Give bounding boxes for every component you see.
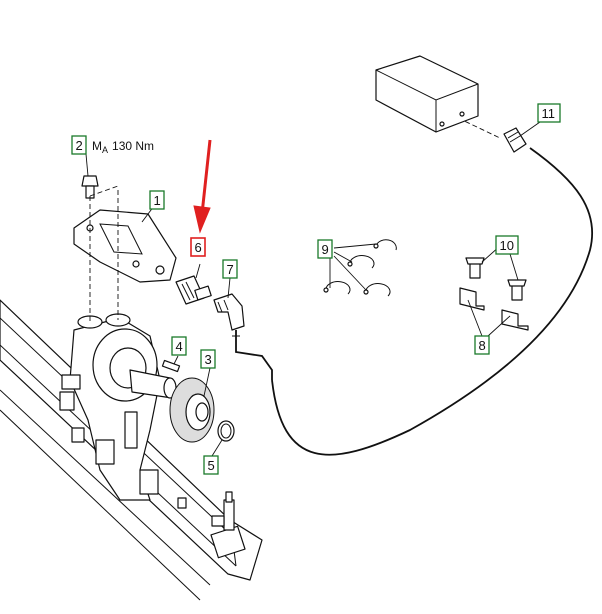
callout-3: 3 — [200, 349, 216, 369]
callout-6-label: 6 — [195, 240, 202, 255]
callout-4: 4 — [171, 336, 187, 356]
callout-2: 2 — [71, 135, 87, 155]
assembly-lines — [89, 117, 501, 322]
callout-9: 9 — [317, 239, 333, 259]
callout-1: 1 — [149, 190, 165, 210]
sensor-cover — [73, 209, 177, 283]
bearing-housing — [59, 313, 177, 501]
pin — [161, 359, 181, 373]
callout-7: 7 — [222, 259, 238, 279]
control-box — [375, 55, 479, 133]
leader-lines — [85, 121, 541, 457]
plug-connector — [503, 127, 527, 153]
toothed-disc — [169, 377, 215, 443]
highlight-arrow — [193, 139, 212, 234]
angled-connector — [213, 293, 245, 331]
callout-7-label: 7 — [227, 262, 234, 277]
cable-clips — [323, 239, 397, 297]
cable — [232, 147, 594, 456]
callout-8: 8 — [474, 335, 490, 355]
snap-ring — [217, 420, 235, 442]
torque-value: 130 Nm — [112, 139, 154, 153]
torque-prefix: M — [92, 139, 102, 153]
callout-5: 5 — [203, 455, 219, 475]
callout-11-label: 11 — [542, 106, 556, 121]
callout-6: 6 — [190, 237, 206, 257]
callout-2-label: 2 — [76, 138, 83, 153]
callout-1-label: 1 — [154, 193, 161, 208]
sensor — [175, 275, 212, 305]
bolt — [81, 175, 99, 199]
callout-10-label: 10 — [500, 238, 514, 253]
torque-annotation: MA 130 Nm — [92, 139, 154, 155]
callout-8-label: 8 — [479, 338, 486, 353]
callout-11: 11 — [537, 103, 561, 123]
callout-10: 10 — [495, 235, 519, 255]
callout-4-label: 4 — [176, 339, 183, 354]
rail-stud — [177, 491, 235, 531]
callout-9-label: 9 — [322, 242, 329, 257]
torque-subscript: A — [102, 145, 108, 155]
callout-3-label: 3 — [205, 352, 212, 367]
callout-5-label: 5 — [208, 458, 215, 473]
mounting-brackets — [459, 257, 529, 331]
